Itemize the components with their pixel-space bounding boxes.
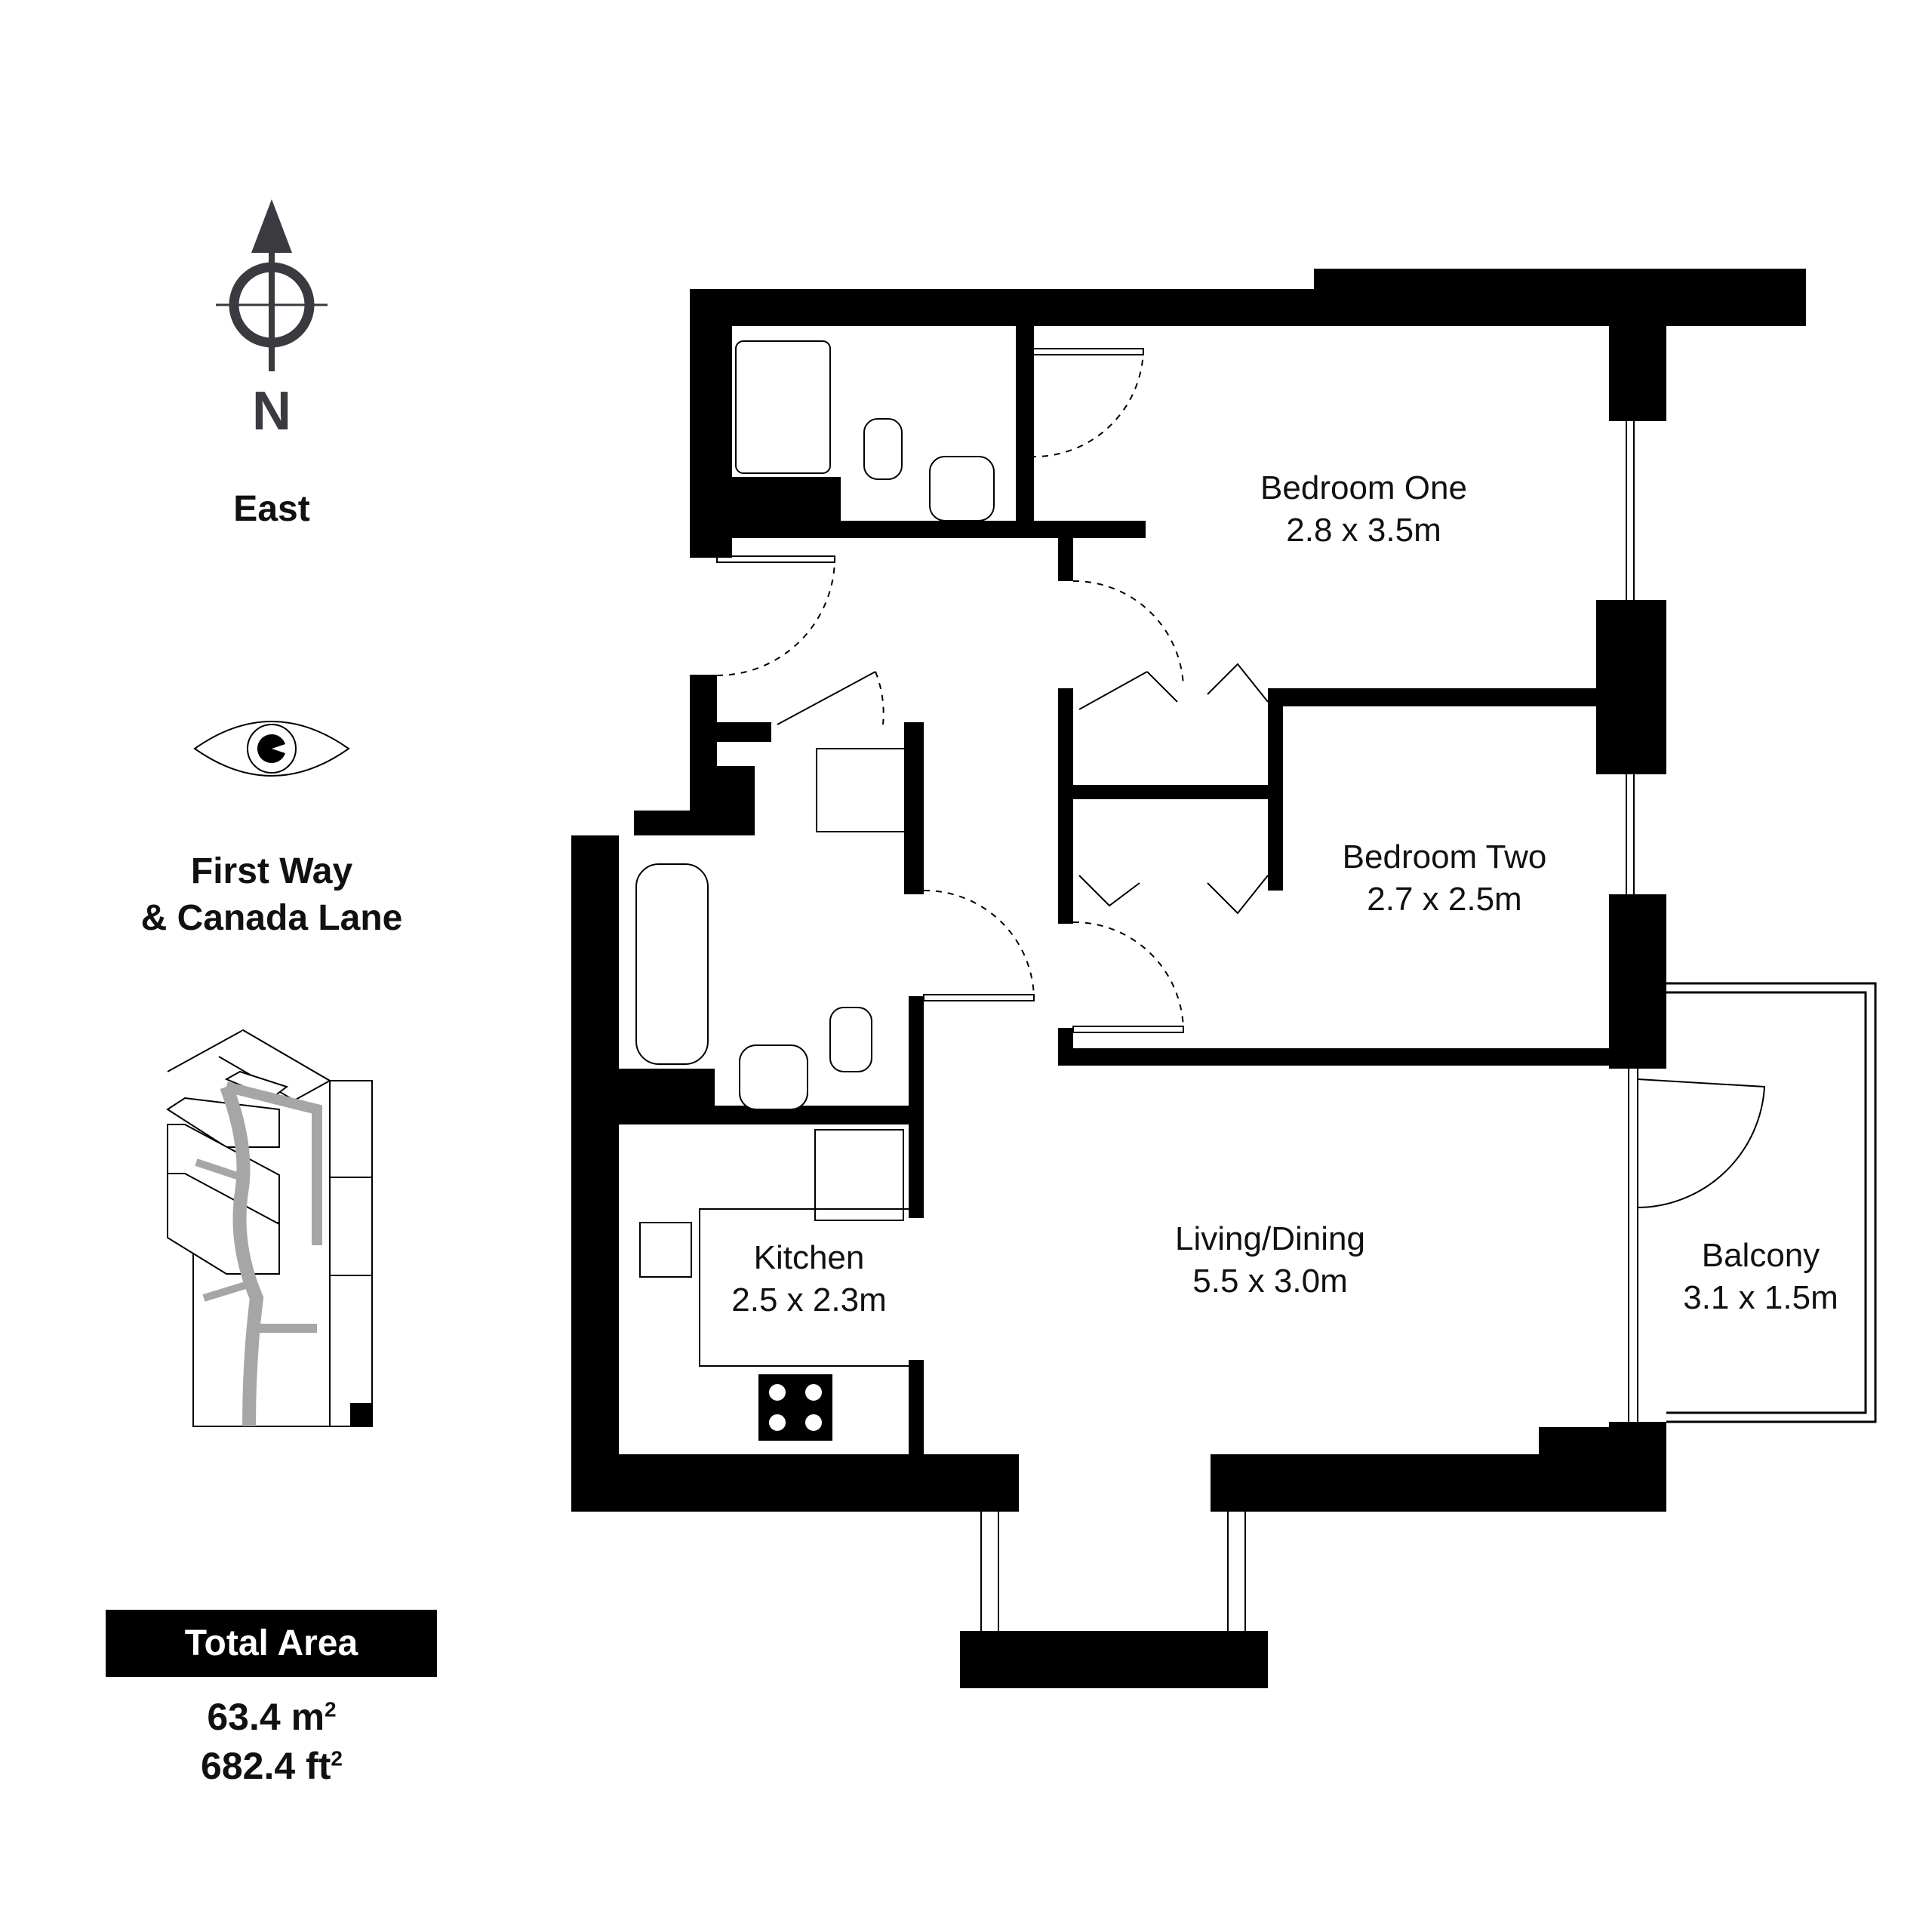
room-size: 2.5 x 2.3m (731, 1281, 887, 1318)
doors (716, 348, 1766, 1208)
fridge-icon (814, 1129, 904, 1221)
metric-value: 63.4 m (207, 1696, 325, 1738)
imperial-sup: 2 (331, 1746, 343, 1770)
toilet-icon (829, 1007, 872, 1072)
site-plan-icon (166, 1029, 373, 1427)
walls (571, 269, 1806, 1688)
street-line-1: First Way (190, 851, 353, 891)
shower-tray-icon (735, 340, 831, 474)
metric-sup: 2 (325, 1697, 337, 1721)
total-area-heading: Total Area (106, 1610, 437, 1677)
total-area-imperial: 682.4 ft2 (201, 1744, 343, 1788)
sink-icon (929, 456, 995, 521)
sink-icon (739, 1044, 808, 1110)
room-name: Kitchen (753, 1239, 865, 1276)
windows (980, 421, 1638, 1631)
room-size: 2.7 x 2.5m (1367, 881, 1522, 918)
room-bedroom-one: Bedroom One 2.8 x 3.5m (1260, 467, 1467, 552)
room-size: 5.5 x 3.0m (1192, 1263, 1348, 1300)
room-name: Bedroom Two (1342, 838, 1547, 875)
room-name: Bedroom One (1260, 469, 1467, 506)
fixtures (635, 340, 995, 1441)
imperial-value: 682.4 ft (201, 1745, 331, 1787)
balcony-outline (1666, 982, 1877, 1423)
room-size: 3.1 x 1.5m (1683, 1279, 1838, 1316)
orientation-label: East (233, 489, 310, 529)
hob-icon (758, 1374, 832, 1441)
bathtub-icon (635, 863, 709, 1065)
eye-icon (193, 721, 350, 777)
room-balcony: Balcony 3.1 x 1.5m (1683, 1235, 1838, 1319)
north-label: N (252, 381, 291, 441)
room-bedroom-two: Bedroom Two 2.7 x 2.5m (1343, 836, 1547, 921)
room-name: Living/Dining (1175, 1220, 1365, 1257)
total-area-metric: 63.4 m2 (207, 1695, 336, 1739)
room-size: 2.8 x 3.5m (1286, 512, 1441, 549)
north-arrow-icon (216, 199, 328, 371)
room-living-dining: Living/Dining 5.5 x 3.0m (1175, 1218, 1365, 1303)
room-name: Balcony (1701, 1237, 1820, 1274)
room-kitchen: Kitchen 2.5 x 2.3m (731, 1237, 886, 1321)
washer-icon (816, 748, 906, 832)
street-label: First Way & Canada Lane (141, 848, 403, 942)
street-line-2: & Canada Lane (140, 898, 403, 938)
toilet-icon (863, 418, 903, 480)
kitchen-sink-icon (639, 1222, 692, 1278)
